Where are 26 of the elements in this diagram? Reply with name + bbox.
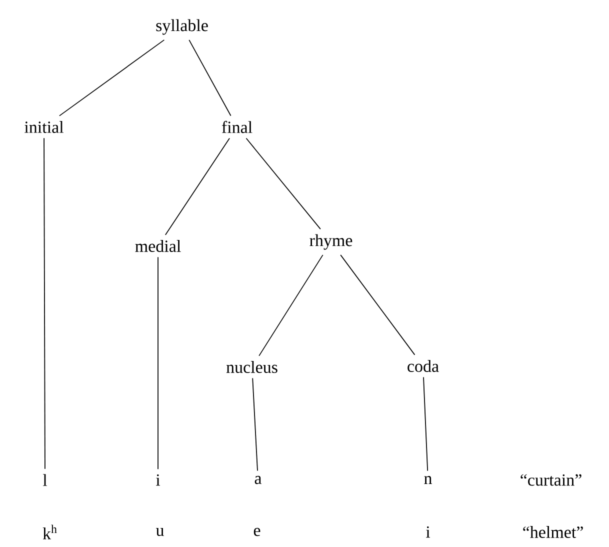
segment-letter: k$^{h}$ [42, 524, 57, 540]
tree-label: initial [24, 121, 64, 133]
tree-branch [423, 376, 428, 472]
segment-letter: i [156, 474, 160, 486]
segment-letter: u [156, 528, 164, 536]
tree-label: rhyme [310, 234, 352, 250]
tree-label: medial [135, 240, 181, 252]
gloss: “helmet” [523, 526, 583, 538]
tree-branch [246, 138, 321, 230]
segment-letter: i [426, 526, 430, 538]
tree-branch [340, 254, 416, 356]
tree-branch [252, 378, 258, 472]
segment-letter: l [43, 474, 48, 486]
tree-branch [58, 39, 165, 116]
segment-letter: n [424, 476, 432, 484]
tree-label: nucleus [226, 361, 278, 373]
segment-letter: a [254, 476, 262, 484]
tree-label: final [222, 120, 252, 134]
tree-branch [44, 138, 46, 470]
tree-branch [258, 254, 324, 356]
tree-label: syllable [156, 19, 208, 35]
tree-branch [164, 138, 230, 236]
tree-branch [188, 39, 232, 116]
tree-label: coda [408, 360, 439, 372]
gloss: “curtain” [520, 474, 582, 486]
segment-letter: e [254, 528, 260, 536]
